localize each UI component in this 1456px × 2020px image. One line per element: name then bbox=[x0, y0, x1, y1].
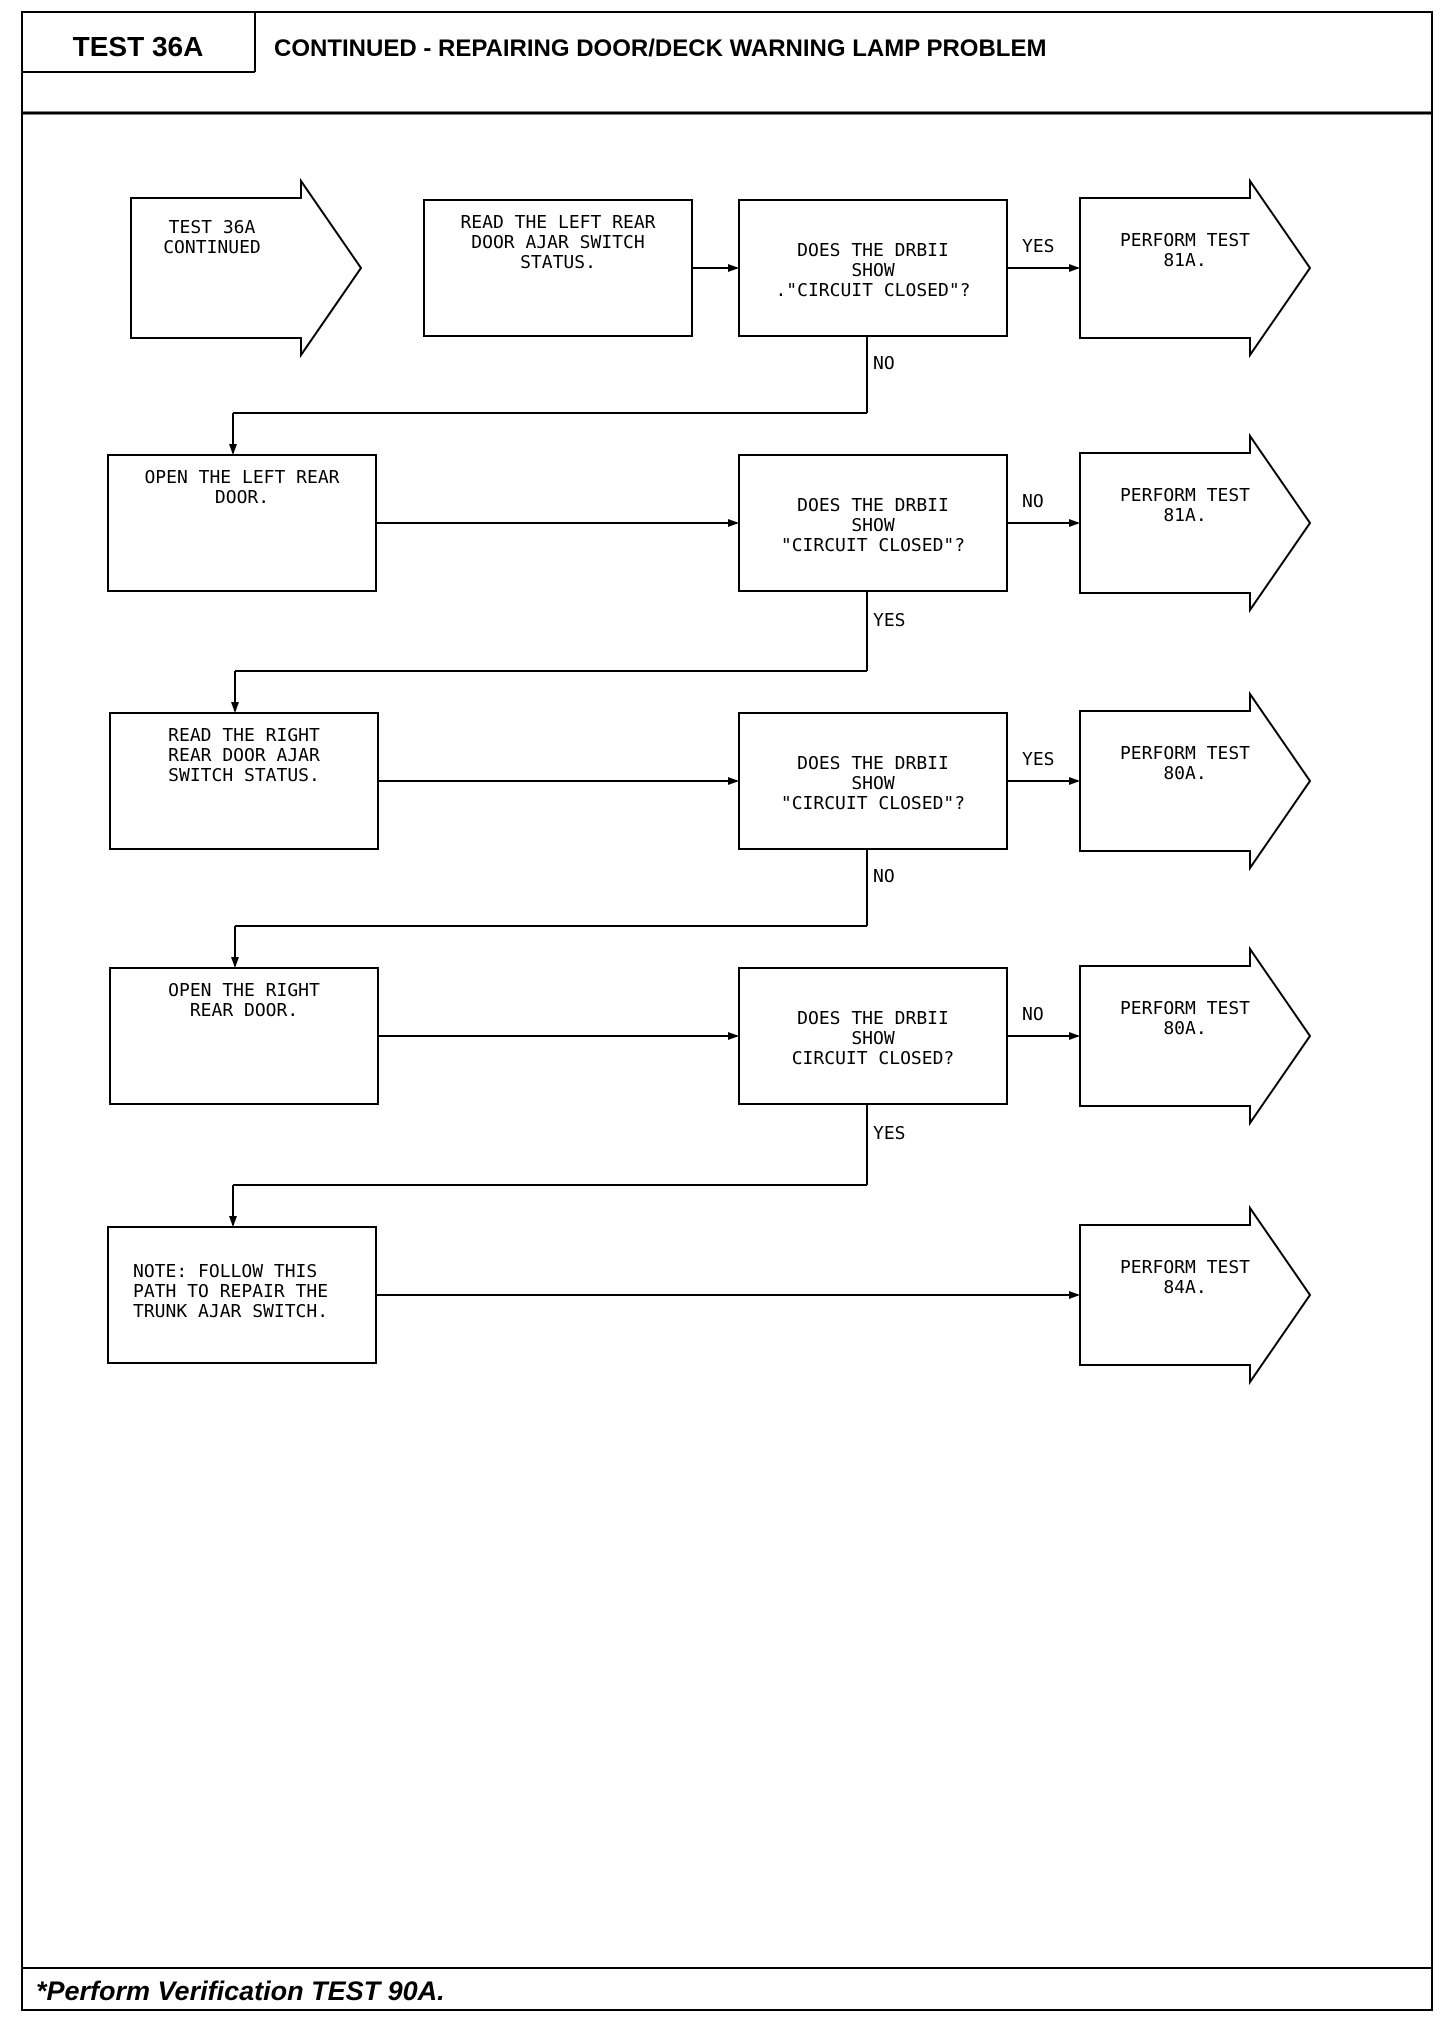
branch-label: YES bbox=[1022, 236, 1055, 257]
result-arrow-label: PERFORM TEST bbox=[1120, 1257, 1250, 1278]
result-arrow bbox=[1079, 1204, 1312, 1386]
decision-box-label: DOES THE DRBII bbox=[797, 753, 949, 774]
decision-box-label: CIRCUIT CLOSED? bbox=[792, 1048, 955, 1069]
branch-label: NO bbox=[1022, 491, 1044, 512]
start-arrow bbox=[130, 177, 363, 359]
connector-arrowhead bbox=[229, 444, 237, 455]
decision-box-label: "CIRCUIT CLOSED"? bbox=[781, 793, 965, 814]
start-arrow-label: TEST 36A bbox=[169, 217, 256, 238]
result-arrow-label: PERFORM TEST bbox=[1120, 485, 1250, 506]
decision-box-label: SHOW bbox=[851, 1028, 895, 1049]
decision-box-label: ."CIRCUIT CLOSED"? bbox=[775, 280, 970, 301]
connector-arrowhead bbox=[231, 957, 239, 968]
action-box-label: REAR DOOR AJAR bbox=[168, 745, 320, 766]
page-title: CONTINUED - REPAIRING DOOR/DECK WARNING … bbox=[274, 35, 1046, 62]
result-arrow-label: 84A. bbox=[1163, 1277, 1206, 1298]
decision-box-label: SHOW bbox=[851, 515, 895, 536]
connector-arrowhead bbox=[229, 1216, 237, 1227]
connector-arrowhead bbox=[231, 702, 239, 713]
action-box-label: OPEN THE RIGHT bbox=[168, 980, 320, 1001]
connector-arrowhead bbox=[1069, 1032, 1080, 1040]
connector-arrowhead bbox=[728, 264, 739, 272]
action-box-label: OPEN THE LEFT REAR bbox=[144, 467, 339, 488]
test-id: TEST 36A bbox=[73, 31, 204, 62]
decision-box-label: DOES THE DRBII bbox=[797, 495, 949, 516]
connector-arrowhead bbox=[1069, 1291, 1080, 1299]
action-box-label: DOOR AJAR SWITCH bbox=[471, 232, 644, 253]
action-box-label: DOOR. bbox=[215, 487, 269, 508]
start-arrow-label: CONTINUED bbox=[163, 237, 261, 258]
connector-arrowhead bbox=[728, 1032, 739, 1040]
connector-arrowhead bbox=[1069, 777, 1080, 785]
action-box-label: READ THE RIGHT bbox=[168, 725, 320, 746]
footer-note: *Perform Verification TEST 90A. bbox=[36, 1976, 445, 2006]
result-arrow bbox=[1079, 432, 1312, 614]
note-box-label: TRUNK AJAR SWITCH. bbox=[133, 1301, 328, 1322]
decision-box-label: SHOW bbox=[851, 773, 895, 794]
connector-arrowhead bbox=[728, 777, 739, 785]
result-arrow-label: PERFORM TEST bbox=[1120, 998, 1250, 1019]
result-arrow bbox=[1079, 690, 1312, 872]
action-box-label: REAR DOOR. bbox=[190, 1000, 298, 1021]
action-box-label: STATUS. bbox=[520, 252, 596, 273]
result-arrow-label: 81A. bbox=[1163, 250, 1206, 271]
result-arrow bbox=[1079, 177, 1312, 359]
connector-arrowhead bbox=[1069, 519, 1080, 527]
branch-label: NO bbox=[873, 866, 895, 887]
connector-arrowhead bbox=[728, 519, 739, 527]
decision-box-label: DOES THE DRBII bbox=[797, 240, 949, 261]
note-box-label: NOTE: FOLLOW THIS bbox=[133, 1261, 317, 1282]
result-arrow-label: PERFORM TEST bbox=[1120, 743, 1250, 764]
action-box-label: READ THE LEFT REAR bbox=[460, 212, 655, 233]
result-arrow-label: PERFORM TEST bbox=[1120, 230, 1250, 251]
branch-label: NO bbox=[1022, 1004, 1044, 1025]
result-arrow-label: 81A. bbox=[1163, 505, 1206, 526]
result-arrow bbox=[1079, 945, 1312, 1127]
decision-box-label: SHOW bbox=[851, 260, 895, 281]
branch-label: NO bbox=[873, 353, 895, 374]
connector-arrowhead bbox=[1069, 264, 1080, 272]
decision-box-label: DOES THE DRBII bbox=[797, 1008, 949, 1029]
page-border bbox=[21, 11, 1433, 2011]
branch-label: YES bbox=[873, 610, 906, 631]
decision-box-label: "CIRCUIT CLOSED"? bbox=[781, 535, 965, 556]
result-arrow-label: 80A. bbox=[1163, 763, 1206, 784]
action-box-label: SWITCH STATUS. bbox=[168, 765, 320, 786]
result-arrow-label: 80A. bbox=[1163, 1018, 1206, 1039]
note-box-label: PATH TO REPAIR THE bbox=[133, 1281, 328, 1302]
branch-label: YES bbox=[1022, 749, 1055, 770]
branch-label: YES bbox=[873, 1123, 906, 1144]
